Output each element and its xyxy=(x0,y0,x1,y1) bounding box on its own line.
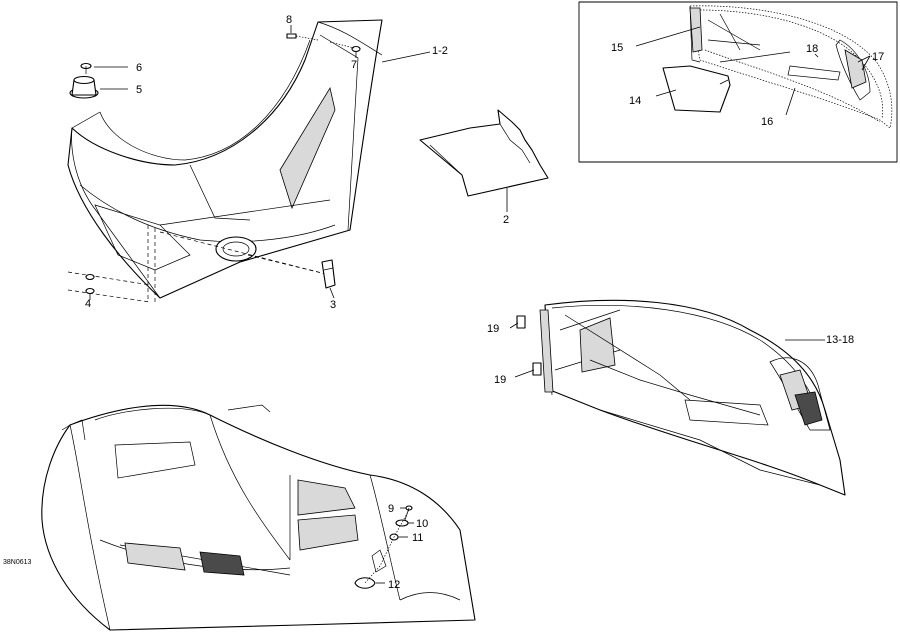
callout-5: 5 xyxy=(136,84,142,96)
callout-10: 10 xyxy=(416,518,428,530)
callout-15: 15 xyxy=(611,42,623,54)
callout-6: 6 xyxy=(136,62,142,74)
callout-4: 4 xyxy=(85,298,91,310)
callout-19-upper: 19 xyxy=(487,323,499,335)
callout-labels: 1-2 2 3 4 5 6 7 8 9 10 11 12 13-18 14 15… xyxy=(3,14,884,591)
callout-19-lower: 19 xyxy=(494,374,506,386)
callout-12: 12 xyxy=(388,579,400,591)
fastener-part-4 xyxy=(67,271,151,303)
callout-18: 18 xyxy=(806,43,818,55)
small-parts-9-12 xyxy=(354,505,414,589)
fastener-part-8 xyxy=(286,25,319,41)
callout-3: 3 xyxy=(330,299,336,311)
clip-part-3 xyxy=(321,259,336,299)
front-panel-part-1-2 xyxy=(67,19,383,305)
fastener-part-7 xyxy=(329,41,361,58)
leader-1-2 xyxy=(381,51,431,63)
callout-8: 8 xyxy=(286,14,292,26)
liner-part-2 xyxy=(419,109,549,212)
diagram-code: 38N0613 xyxy=(3,559,32,566)
detail-inset xyxy=(578,1,898,163)
liner-assembly-part-13-18 xyxy=(509,299,846,496)
callout-13-18: 13-18 xyxy=(826,334,854,346)
callout-7: 7 xyxy=(351,59,357,71)
callout-11: 11 xyxy=(412,532,423,544)
grommet-part-5 xyxy=(69,75,128,99)
screw-part-6 xyxy=(80,62,128,74)
callout-9: 9 xyxy=(388,503,394,515)
callout-1-2: 1-2 xyxy=(432,45,448,57)
callout-14: 14 xyxy=(629,95,641,107)
callout-16: 16 xyxy=(761,116,773,128)
callout-2: 2 xyxy=(503,214,509,226)
hood-bottom-pan xyxy=(41,404,476,631)
callout-17: 17 xyxy=(872,51,884,63)
